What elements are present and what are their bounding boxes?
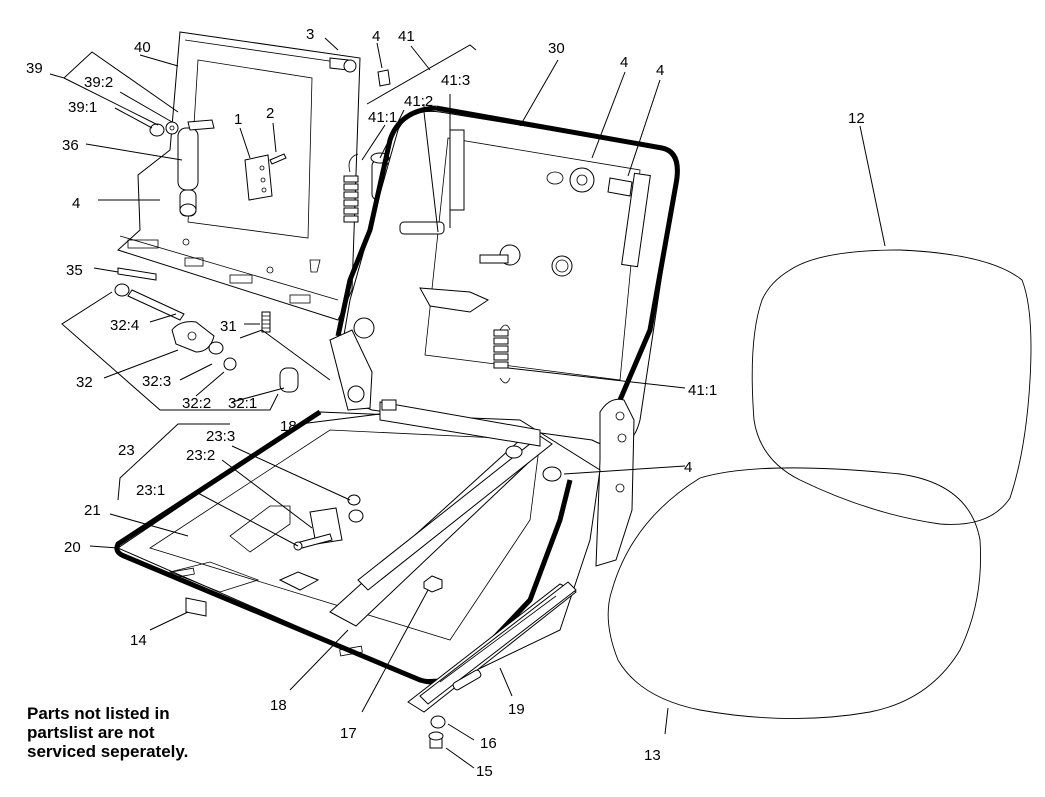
callout-labels: 40 3 4 41 30 4 4 39 39:2 39:1 41:3 41:2 … bbox=[26, 26, 865, 780]
callout-39-2: 39:2 bbox=[84, 74, 113, 91]
callout-41: 41 bbox=[398, 28, 415, 45]
callout-4-left: 4 bbox=[72, 195, 80, 212]
parts-note: Parts not listed in partslist are not se… bbox=[27, 704, 247, 761]
callout-2: 2 bbox=[266, 105, 274, 122]
callout-32-4: 32:4 bbox=[110, 317, 139, 334]
callout-32: 32 bbox=[76, 374, 93, 391]
clip-part-14 bbox=[185, 597, 207, 617]
callout-35: 35 bbox=[66, 262, 83, 279]
callout-1: 1 bbox=[234, 111, 242, 128]
callout-23: 23 bbox=[118, 442, 135, 459]
small-parts-left bbox=[114, 267, 299, 393]
callout-41-3: 41:3 bbox=[441, 72, 470, 89]
callout-18-bottom: 18 bbox=[270, 697, 287, 714]
callout-17: 17 bbox=[340, 725, 357, 742]
callout-40: 40 bbox=[134, 39, 151, 56]
callout-32-1: 32:1 bbox=[228, 395, 257, 412]
callout-23-2: 23:2 bbox=[186, 447, 215, 464]
callout-32-3: 32:3 bbox=[142, 373, 171, 390]
callout-41-1-right: 41:1 bbox=[688, 382, 717, 399]
hinge-plates bbox=[329, 329, 635, 567]
damper-part-36 bbox=[177, 119, 215, 217]
callout-23-3: 23:3 bbox=[206, 428, 235, 445]
washer-part-4-right bbox=[542, 466, 562, 482]
backrest-part-30 bbox=[335, 105, 680, 448]
callout-41-2: 41:2 bbox=[404, 93, 433, 110]
parts-note-line-2: partslist are not bbox=[27, 723, 155, 742]
callout-19: 19 bbox=[508, 701, 525, 718]
screw-part-2 bbox=[269, 153, 287, 165]
nut-part-17 bbox=[423, 575, 443, 593]
callout-31: 31 bbox=[220, 318, 237, 335]
callout-41-1-top: 41:1 bbox=[368, 109, 397, 126]
seat-rail-part-18 bbox=[329, 399, 553, 627]
bracket-part-1 bbox=[244, 154, 273, 201]
callout-18-top: 18 bbox=[280, 418, 297, 435]
callout-4-top-c: 4 bbox=[656, 62, 664, 79]
bolt-part-39 bbox=[149, 121, 179, 137]
seat-cushion-part-13 bbox=[607, 467, 981, 719]
backrest-cushion-part-12 bbox=[751, 249, 1032, 525]
bolt-part-3 bbox=[329, 57, 357, 73]
parts-note-line-1: Parts not listed in bbox=[27, 704, 170, 723]
callout-20: 20 bbox=[64, 539, 81, 556]
parts-note-line-3: serviced seperately. bbox=[27, 742, 189, 761]
callout-39-1: 39:1 bbox=[68, 99, 97, 116]
slide-rail-part-19 bbox=[407, 581, 577, 749]
callout-4-top-a: 4 bbox=[372, 28, 380, 45]
callout-4-right: 4 bbox=[684, 459, 692, 476]
callout-16: 16 bbox=[480, 735, 497, 752]
callout-30: 30 bbox=[548, 40, 565, 57]
callout-36: 36 bbox=[62, 137, 79, 154]
callout-21: 21 bbox=[84, 502, 101, 519]
backrest-frame-plate bbox=[117, 31, 361, 321]
callout-32-2: 32:2 bbox=[182, 395, 211, 412]
leader-lines bbox=[49, 37, 886, 769]
callout-14: 14 bbox=[130, 632, 147, 649]
callout-39: 39 bbox=[26, 60, 43, 77]
callout-23-1: 23:1 bbox=[136, 482, 165, 499]
clip-part-4-top-a bbox=[377, 69, 391, 87]
callout-3: 3 bbox=[306, 26, 314, 43]
callout-13: 13 bbox=[644, 747, 661, 764]
callout-4-top-b: 4 bbox=[620, 54, 628, 71]
callout-12: 12 bbox=[848, 110, 865, 127]
callout-15: 15 bbox=[476, 763, 493, 780]
